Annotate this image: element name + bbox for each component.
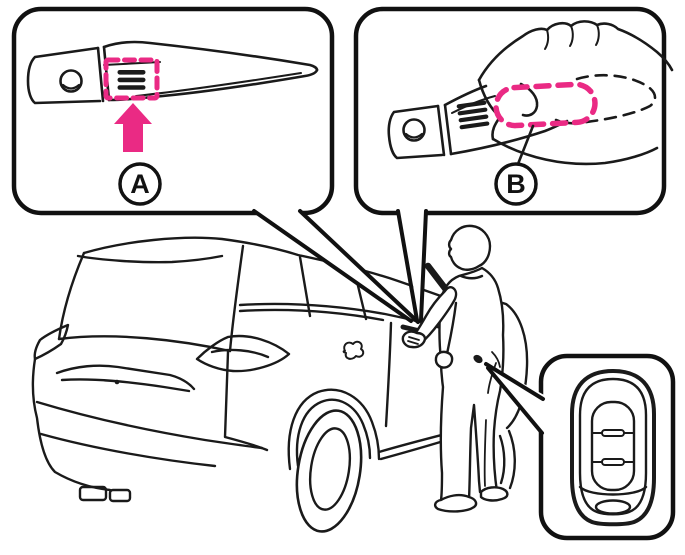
callout-b-box [353, 6, 667, 216]
hand-finger-line-2 [407, 340, 419, 345]
label-b-circle [494, 162, 538, 206]
keyhole-b-icon [402, 118, 426, 142]
person-head [447, 224, 492, 271]
pink-up-arrow-icon [114, 103, 152, 152]
keyhole-slot [61, 83, 81, 90]
key-fob-callout [484, 353, 676, 541]
handle-b-divider-2 [443, 103, 453, 156]
callout-b: B [353, 6, 674, 322]
callout-a-tail-line-left [252, 209, 413, 323]
c-pillar [228, 244, 245, 353]
keyhole-icon [59, 69, 83, 93]
lock-sensor-ribs [117, 70, 146, 90]
callout-a-box [11, 6, 335, 216]
rear-window-bottom [57, 335, 232, 353]
sensor-rib [117, 85, 146, 90]
label-b: B [506, 169, 526, 199]
handle-top-edge [102, 40, 319, 72]
exhaust-left [78, 485, 108, 502]
hand-gripping-door-handle-icon [387, 20, 674, 166]
person-back-foot [479, 486, 509, 502]
lock-sensor-highlight-box [103, 57, 160, 101]
key-fob-button-panel [590, 400, 636, 492]
right-taillight-inner [210, 348, 270, 359]
tailgate-handle-strip-top [55, 364, 196, 391]
exhaust-right [108, 488, 132, 503]
palm-bottom-curve [491, 137, 659, 166]
rear-wheel-arch [287, 388, 381, 471]
left-body-edge [31, 357, 112, 492]
callout-b-tail-line-left [396, 209, 419, 322]
label-a-circle [118, 162, 162, 206]
callout-b-tail-line-right [419, 209, 428, 322]
front-door-seam [384, 321, 393, 428]
front-wheel-arc-inner [498, 434, 506, 485]
hidden-handle-dashed-outline [554, 73, 657, 125]
unlock-sensor-ribs [456, 100, 490, 130]
tailgate-handle-strip-bottom [60, 378, 191, 393]
label-b-leader-line [516, 124, 535, 166]
knuckle-line-1 [544, 29, 550, 50]
person-illustration [401, 224, 509, 513]
key-fob-pocket-dot [473, 354, 483, 364]
right-taillight [195, 334, 291, 373]
belt-line-lower [238, 308, 385, 322]
unlock-sensor-highlight-capsule [493, 81, 598, 129]
knuckle-line-3 [595, 24, 600, 46]
person-fist [434, 350, 454, 369]
hand-back-outline [477, 20, 674, 82]
suv-illustration [31, 236, 529, 533]
key-fob-button-pill-2 [601, 458, 625, 466]
rear-tire [295, 409, 363, 533]
rear-rim [308, 427, 352, 511]
pants-crease-1 [483, 419, 487, 487]
handle-divider-1 [96, 46, 105, 103]
tailgate-emblem-dot [114, 379, 120, 385]
rear-door-frame [298, 255, 312, 318]
callout-b-tail-fill [398, 209, 426, 321]
spoiler-line [76, 254, 224, 264]
front-wheel-arc-outer [507, 429, 516, 490]
pocket-line [491, 351, 501, 368]
smart-key-fob-icon [570, 369, 656, 527]
sensor-rib [459, 121, 490, 130]
left-taillight [33, 323, 70, 361]
rear-wheel-arch-inner [295, 398, 372, 468]
key-fob-panel-tail-line-lower [486, 366, 544, 435]
hand-finger-line-1 [408, 336, 420, 341]
key-fob-button-pill-1 [601, 429, 625, 437]
knuckle-line-2 [569, 25, 574, 47]
fuel-door [342, 340, 365, 360]
key-fob-ring-slot [594, 499, 632, 515]
key-fob-outer-shell [570, 369, 656, 527]
sensor-rib [456, 100, 487, 109]
index-finger-hook [519, 82, 539, 117]
sensor-rib [117, 70, 146, 75]
key-fob-panel-tail-line-upper [484, 362, 545, 401]
callout-a: A [11, 6, 420, 324]
label-a: A [130, 169, 150, 199]
pants-crease-2 [487, 362, 497, 394]
person-collar [459, 274, 484, 280]
bumper-crease-upper [35, 400, 264, 450]
rear-window-left-edge [57, 251, 86, 341]
tailgate-right-edge [223, 350, 269, 452]
sensor-rib [457, 107, 488, 116]
person-front-foot [433, 493, 478, 513]
handle-b-end-cap [387, 104, 444, 160]
handle-b-divider-1 [436, 104, 446, 157]
bumper-crease-lower [39, 432, 217, 468]
sensor-rib [458, 114, 489, 123]
sensor-rib [117, 77, 146, 83]
key-fob-bottom-seam [578, 485, 648, 496]
keyhole-b-slot [404, 132, 424, 139]
handle-end-cap [26, 46, 102, 105]
person-reaching-arm [412, 286, 458, 345]
callout-a-tail-line-right [298, 209, 420, 324]
